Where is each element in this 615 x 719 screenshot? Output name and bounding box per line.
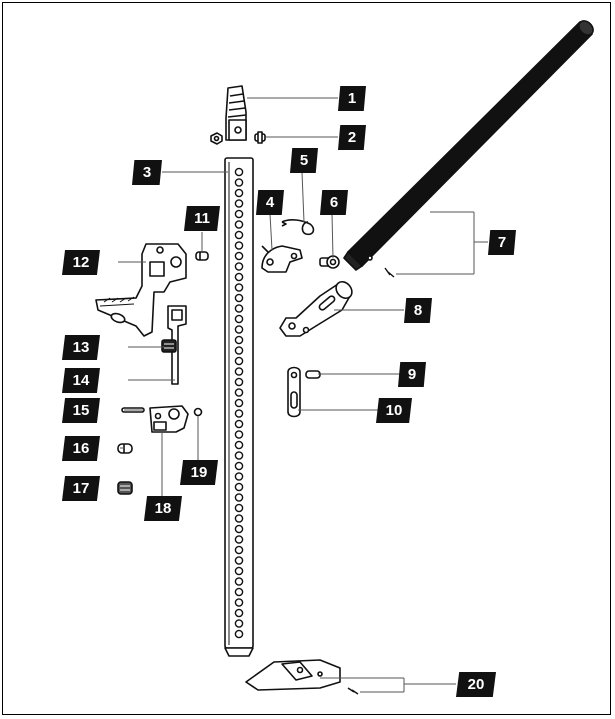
rail-hole — [234, 251, 244, 261]
rail-hole — [234, 272, 244, 282]
rail-hole — [234, 304, 244, 313]
badge-part-7: 7 — [488, 230, 516, 255]
badge-part-17: 17 — [62, 476, 100, 501]
handle-bar-part — [343, 20, 594, 278]
rail-hole — [234, 514, 244, 523]
badge-part-18: 18 — [144, 496, 182, 521]
rail-hole — [234, 388, 244, 397]
badge-part-6: 6 — [320, 190, 348, 215]
badge-part-20: 20 — [456, 672, 496, 697]
rail-hole — [234, 293, 244, 303]
badge-part-15: 15 — [62, 398, 100, 423]
rail-hole — [234, 503, 244, 513]
rail-hole — [234, 472, 244, 481]
rail-hole — [234, 314, 244, 324]
rail-hole — [234, 398, 244, 408]
badge-part-11: 11 — [184, 206, 220, 231]
bushing-16-part — [117, 443, 133, 454]
rail-hole — [234, 629, 244, 639]
rail-hole — [234, 587, 244, 597]
rail-hole — [234, 325, 244, 334]
rail-hole — [234, 566, 244, 576]
rail-hole — [234, 461, 244, 471]
badge-part-5: 5 — [290, 148, 318, 173]
rail-hole — [234, 220, 244, 229]
rail-hole — [234, 377, 244, 387]
rail-hole — [234, 430, 244, 439]
rail-hole — [234, 209, 244, 219]
rail-hole — [234, 419, 244, 429]
badge-part-12: 12 — [62, 250, 100, 275]
bolt-nut-part — [210, 131, 266, 145]
rail-hole — [234, 367, 244, 376]
small-pin-part — [305, 370, 321, 379]
badge-part-10: 10 — [376, 398, 412, 423]
rail-hole — [234, 598, 244, 607]
link-plate-part — [287, 366, 301, 418]
spring-17-part — [117, 481, 133, 495]
clamp-part — [261, 245, 303, 273]
leader-lines — [118, 97, 488, 693]
rail-hole — [234, 199, 244, 208]
spring-knob-part — [161, 339, 177, 353]
rail-hole — [234, 535, 244, 544]
top-cap-part — [225, 85, 247, 141]
badge-part-8: 8 — [404, 298, 432, 323]
badge-part-14: 14 — [62, 368, 100, 393]
badge-part-3: 3 — [132, 160, 162, 185]
badge-part-9: 9 — [398, 362, 426, 387]
pin-11-part — [195, 251, 209, 261]
badge-part-13: 13 — [62, 335, 100, 360]
rail-hole — [234, 335, 244, 345]
spring-pin-part — [281, 219, 315, 236]
rail-hole — [234, 188, 244, 198]
rail-hole — [234, 283, 244, 292]
rail-hole — [234, 167, 244, 177]
rail-hole — [234, 440, 244, 450]
rail-hole — [234, 493, 244, 502]
bushing-part — [319, 255, 340, 269]
main-rail-part — [224, 157, 254, 657]
rail-hole — [234, 451, 244, 460]
rail-hole — [234, 556, 244, 565]
rail-hole — [234, 346, 244, 355]
handle-socket-part — [279, 280, 353, 337]
rail-hole — [234, 524, 244, 534]
rail-hole — [234, 619, 244, 628]
rail-hole — [234, 178, 244, 187]
badge-part-4: 4 — [256, 190, 284, 215]
rail-hole — [234, 241, 244, 250]
lift-body-part — [95, 243, 187, 337]
rail-hole — [234, 409, 244, 418]
rail-hole — [234, 262, 244, 271]
rail-hole — [234, 230, 244, 240]
badge-part-2: 2 — [338, 125, 366, 150]
rail-hole — [234, 545, 244, 555]
rail-hole — [234, 577, 244, 586]
pin-19-part — [193, 407, 203, 417]
latch-part — [167, 305, 187, 385]
badge-part-19: 19 — [180, 460, 218, 485]
reversing-latch-part — [149, 405, 189, 433]
badge-part-16: 16 — [62, 436, 100, 461]
rail-hole — [234, 356, 244, 366]
badge-part-1: 1 — [338, 86, 366, 111]
rail-hole — [234, 608, 244, 618]
base-plate-part — [245, 659, 359, 695]
rail-hole — [234, 482, 244, 492]
